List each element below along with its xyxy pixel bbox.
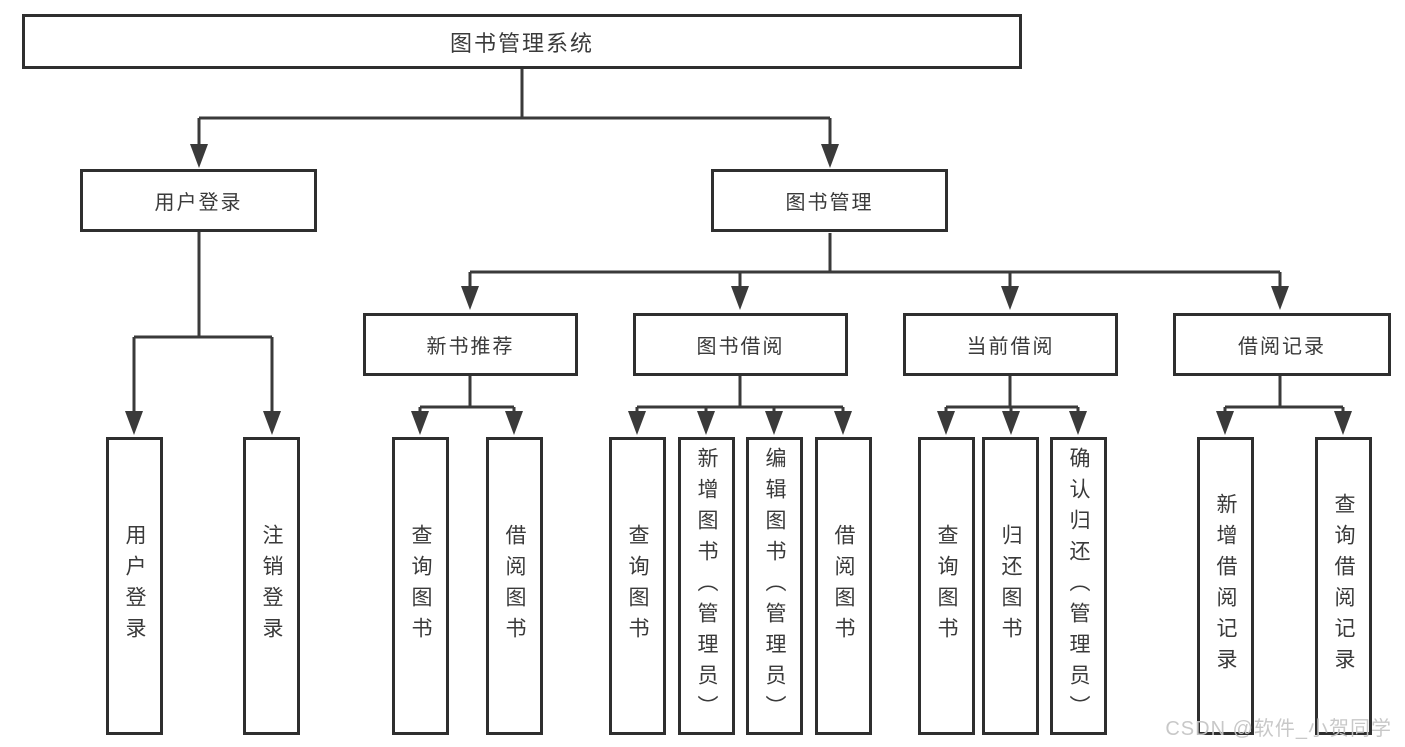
leaf-bb-query-book-box: 查询图书 — [609, 437, 666, 735]
leaf-logout-box: 注销登录 — [243, 437, 300, 735]
leaf-cb-query-book-label: 查询图书 — [935, 524, 958, 648]
leaf-bb-borrow-book-label: 借阅图书 — [832, 524, 855, 648]
group-book-borrow-label: 图书借阅 — [696, 336, 785, 358]
leaf-nbr-query-book-box: 查询图书 — [392, 437, 449, 735]
group-borrow-record-box: 借阅记录 — [1173, 313, 1391, 376]
group-book-borrow-box: 图书借阅 — [633, 313, 848, 376]
leaf-nbr-borrow-book-box: 借阅图书 — [486, 437, 543, 735]
leaf-user-login-box: 用户登录 — [106, 437, 163, 735]
branch-book-management-box: 图书管理 — [711, 169, 948, 232]
leaf-br-query-record-label: 查询借阅记录 — [1332, 493, 1355, 679]
leaf-br-query-record-box: 查询借阅记录 — [1315, 437, 1372, 735]
group-current-borrow-label: 当前借阅 — [966, 336, 1055, 358]
leaf-bb-query-book-label: 查询图书 — [626, 524, 649, 648]
branch-user-login-label: 用户登录 — [154, 192, 243, 214]
branch-book-management-label: 图书管理 — [785, 192, 874, 214]
group-new-book-recommend-label: 新书推荐 — [426, 336, 515, 358]
watermark-text: CSDN @软件_小贺同学 — [1165, 718, 1392, 740]
group-current-borrow-box: 当前借阅 — [903, 313, 1118, 376]
leaf-br-add-record-label: 新增借阅记录 — [1214, 493, 1237, 679]
leaf-bb-add-book-label: 新增图书（管理员） — [695, 446, 718, 726]
leaf-user-login-label: 用户登录 — [123, 524, 146, 648]
root-label: 图书管理系统 — [449, 30, 594, 56]
leaf-bb-borrow-book-box: 借阅图书 — [815, 437, 872, 735]
group-borrow-record-label: 借阅记录 — [1238, 336, 1326, 358]
branch-user-login-box: 用户登录 — [80, 169, 317, 232]
leaf-logout-label: 注销登录 — [260, 524, 283, 648]
leaf-bb-add-book-box: 新增图书（管理员） — [678, 437, 735, 735]
leaf-bb-edit-book-label: 编辑图书（管理员） — [763, 446, 786, 726]
leaf-br-add-record-box: 新增借阅记录 — [1197, 437, 1254, 735]
root-box: 图书管理系统 — [22, 14, 1022, 69]
leaf-cb-confirm-return-box: 确认归还（管理员） — [1050, 437, 1107, 735]
leaf-nbr-query-book-label: 查询图书 — [409, 524, 432, 648]
leaf-cb-confirm-return-label: 确认归还（管理员） — [1067, 446, 1090, 726]
leaf-nbr-borrow-book-label: 借阅图书 — [503, 524, 526, 648]
leaf-cb-return-book-box: 归还图书 — [982, 437, 1039, 735]
leaf-cb-return-book-label: 归还图书 — [999, 524, 1022, 648]
leaf-bb-edit-book-box: 编辑图书（管理员） — [746, 437, 803, 735]
group-new-book-recommend-box: 新书推荐 — [363, 313, 578, 376]
leaf-cb-query-book-box: 查询图书 — [918, 437, 975, 735]
